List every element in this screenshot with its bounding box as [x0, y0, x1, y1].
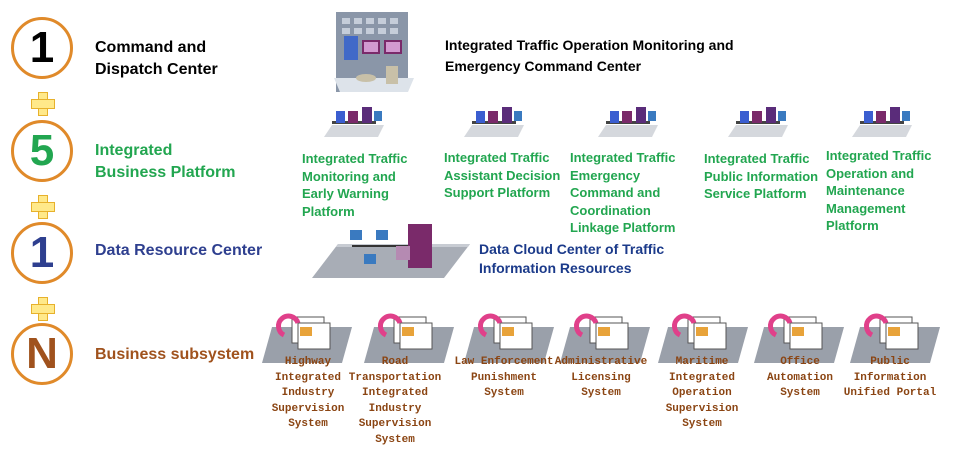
tier-2-label: Integrated Business Platform — [95, 142, 236, 181]
tier-4-number: N — [26, 329, 58, 378]
tier-1-label: Command and Dispatch Center — [95, 39, 218, 78]
network-server-icon — [312, 224, 470, 278]
tier-3-number: 1 — [29, 228, 55, 277]
platform-label-4: Integrated Traffic Public Information Se… — [704, 151, 819, 201]
command-center-label: Integrated Traffic Operation Monitoring … — [445, 37, 734, 74]
tier-1-number-circle: 1 — [11, 17, 73, 79]
server-network-icon — [728, 107, 788, 137]
subsystem-label-4: Administrative Licensing System — [554, 356, 648, 399]
plus-connector-icon — [31, 195, 55, 219]
plus-connector-icon — [31, 297, 55, 321]
subsystem-label-5: Maritime Integrated Operation Supervisio… — [665, 356, 739, 430]
window-refresh-icon — [262, 313, 352, 363]
platform-label-3: Integrated Traffic Emergency Command and… — [570, 150, 676, 235]
subsystem-label-7: Public Information Unified Portal — [843, 356, 937, 399]
window-refresh-icon — [754, 313, 844, 363]
platform-label-2: Integrated Traffic Assistant Decision Su… — [444, 150, 561, 200]
window-refresh-icon — [464, 313, 554, 363]
window-refresh-icon — [560, 313, 650, 363]
subsystem-label-6: Office Automation System — [766, 356, 833, 399]
server-network-icon — [852, 107, 912, 137]
tier-3-number-circle: 1 — [11, 222, 73, 284]
tier-4-label: Business subsystem — [95, 346, 255, 363]
window-refresh-icon — [658, 313, 748, 363]
subsystem-label-2: Road Transportation Integrated Industry … — [348, 356, 442, 446]
platform-label-1: Integrated Traffic Monitoring and Early … — [302, 151, 408, 219]
server-network-icon — [598, 107, 658, 137]
window-refresh-icon — [850, 313, 940, 363]
subsystem-label-3: Law Enforcement Punishment System — [454, 356, 554, 399]
window-refresh-icon — [364, 313, 454, 363]
subsystem-label-1: Highway Integrated Industry Supervision … — [271, 356, 345, 430]
tier-1-number: 1 — [29, 23, 55, 72]
tier-4-number-circle: N — [11, 323, 73, 385]
data-center-label: Data Cloud Center of Traffic Information… — [479, 241, 665, 276]
server-network-icon — [324, 107, 384, 137]
building-computer-icon — [334, 12, 414, 92]
tier-3-label: Data Resource Center — [95, 242, 263, 259]
tier-2-number: 5 — [29, 126, 55, 175]
plus-connector-icon — [31, 92, 55, 116]
server-network-icon — [464, 107, 524, 137]
tier-2-number-circle: 5 — [11, 120, 73, 182]
platform-label-5: Integrated Traffic Operation and Mainten… — [826, 148, 932, 233]
